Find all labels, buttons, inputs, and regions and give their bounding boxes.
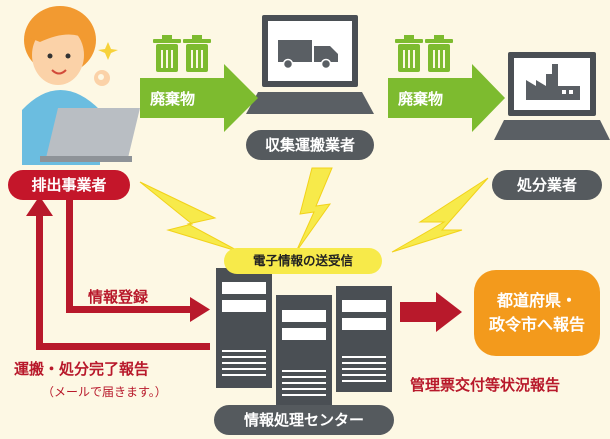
waste-arrow-1	[140, 64, 258, 132]
prefecture-report-box: 都道府県・ 政令市へ報告	[474, 270, 600, 356]
completion-note: （メールで届きます。）	[42, 385, 167, 399]
lightning-icon	[139, 181, 241, 253]
server-icon	[276, 295, 332, 405]
truck-monitor-icon	[246, 15, 374, 114]
registration-arrow	[66, 195, 210, 322]
report-to-prefecture-arrow	[400, 292, 462, 332]
lightning-icon	[295, 167, 333, 253]
person-with-laptop-icon	[22, 6, 140, 165]
server-icon	[336, 286, 392, 392]
transporter-pill: 収集運搬業者	[246, 130, 374, 160]
completion-report-label: 運搬・処分完了報告	[14, 360, 150, 378]
factory-monitor-icon	[494, 52, 610, 140]
disposer-pill: 処分業者	[492, 170, 602, 200]
electronic-exchange-label: 電子情報の送受信	[224, 248, 382, 274]
emitter-pill: 排出事業者	[8, 170, 130, 200]
prefecture-line-1: 都道府県・	[496, 291, 577, 310]
waste-label-2: 廃棄物	[398, 90, 444, 108]
lightning-icon	[391, 177, 489, 253]
waste-arrow-2	[388, 64, 505, 132]
upward-report-arrow	[26, 196, 210, 350]
server-icon	[216, 268, 272, 388]
registration-label: 情報登録	[88, 288, 149, 306]
center-pill: 情報処理センター	[214, 405, 394, 435]
waste-label-1: 廃棄物	[150, 90, 196, 108]
manifest-report-label: 管理票交付等状況報告	[410, 376, 561, 394]
prefecture-line-2: 政令市へ報告	[488, 315, 585, 334]
